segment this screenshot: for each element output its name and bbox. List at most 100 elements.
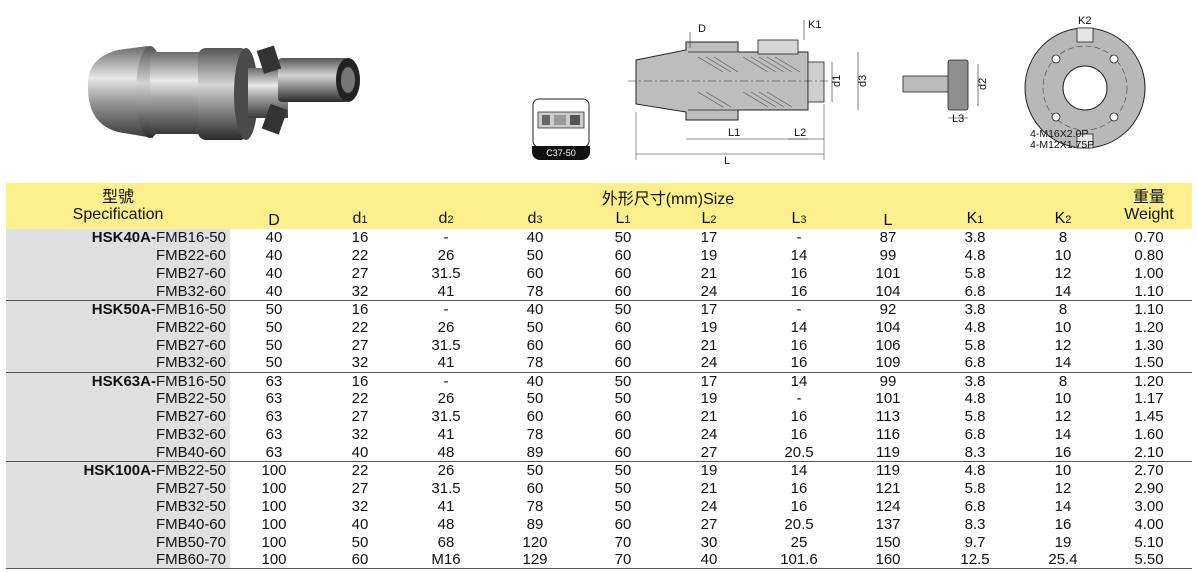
table-cell: 124 [875, 497, 901, 515]
table-cell: 50 [614, 479, 632, 497]
header-specification: 型號 Specification [6, 183, 230, 229]
table-cell: 109 [875, 354, 901, 372]
table-cell: 1.00 [1134, 265, 1164, 283]
model-cell: HSK50A-FMB16-50 [6, 300, 230, 319]
illustration-strip: C37-50 D K1 d1 d3 L1 L2 [0, 0, 1197, 182]
table-cell: 32 [351, 282, 369, 300]
table-cell: 104 [875, 282, 901, 300]
table-cell: 19 [700, 390, 718, 408]
table-cell: 12 [1054, 336, 1072, 354]
dim-label-l1: L1 [728, 127, 740, 139]
table-cell: 100 [261, 479, 287, 497]
model-code: FMB16-50 [155, 301, 226, 319]
table-cell: 31.5 [431, 479, 461, 497]
table-cell: 21 [700, 265, 718, 283]
table-cell: 16 [318, 371, 402, 391]
table-cell: 99 [846, 371, 930, 391]
model-cell: FMB32-60 [6, 354, 230, 373]
table-cell: 8.3 [964, 515, 986, 533]
table-cell: 119 [876, 443, 900, 461]
table-cell: 60 [614, 336, 632, 354]
table-cell: 12 [1054, 479, 1072, 497]
technical-drawing: D K1 d1 d3 L1 L2 L d2 L3 K2 [628, 15, 1146, 167]
table-cell: 60 [526, 336, 544, 354]
table-cell: 41 [437, 497, 455, 515]
table-cell: 40 [265, 229, 283, 247]
table-cell: 16 [790, 479, 808, 497]
table-cell: 16 [790, 497, 808, 515]
model-code: FMB16-50 [155, 372, 226, 390]
table-cell: 6.8 [964, 426, 986, 444]
table-cell: 92 [846, 300, 930, 319]
bolt-note-line-1: 4-M16X2.0P [1030, 128, 1089, 140]
table-cell: M16 [402, 551, 490, 570]
model-cell: FMB27-50 [6, 479, 230, 498]
catalog-code: C37-50 [532, 146, 590, 160]
table-cell: 12 [1054, 265, 1072, 283]
table-cell: 25 [790, 533, 808, 551]
bolt-thread-note: 4-M16X2.0P 4-M12X1.75P [1030, 129, 1094, 151]
table-cell: 20.5 [784, 515, 814, 533]
table-cell: 19 [1054, 533, 1072, 551]
table-cell: 20.5 [784, 443, 814, 461]
table-cell: 40 [490, 371, 580, 391]
table-cell: 22 [318, 461, 402, 480]
table-cell: 2.90 [1134, 479, 1164, 497]
model-code: FMB22-60 [155, 318, 226, 336]
table-cell: 26 [437, 318, 455, 336]
table-cell: 24 [700, 282, 718, 300]
table-cell: 16 [1054, 443, 1072, 461]
table-cell: 41 [437, 282, 455, 300]
table-cell: 27 [351, 408, 369, 426]
header-spec-cn: 型號 [101, 189, 134, 206]
table-cell: 120 [522, 533, 548, 551]
column-header: L3 [752, 210, 846, 229]
table-cell: 40 [351, 515, 369, 533]
table-cell: 2.70 [1106, 461, 1192, 480]
table-cell: 41 [437, 426, 455, 444]
table-cell: 50 [526, 247, 544, 265]
table-cell: 40 [351, 443, 369, 461]
table-cell: 100 [261, 533, 287, 551]
table-cell: 26 [437, 247, 455, 265]
model-cell: FMB27-60 [6, 264, 230, 283]
dim-label-k2: K2 [1078, 15, 1091, 27]
model-cell: FMB22-60 [6, 246, 230, 265]
table-cell: 50 [490, 461, 580, 480]
table-cell: 1.17 [1134, 390, 1164, 408]
series-prefix: HSK63A- [91, 372, 156, 390]
model-code: FMB16-50 [155, 229, 226, 247]
table-cell: 14 [752, 461, 846, 480]
table-cell: 19 [700, 318, 718, 336]
table-cell: 48 [437, 443, 455, 461]
table-cell: 8 [1020, 371, 1106, 391]
table-cell: 16 [790, 354, 808, 372]
dim-label-d2: d2 [977, 78, 989, 90]
table-cell: 63 [265, 443, 283, 461]
table-cell: 5.10 [1134, 533, 1164, 551]
dim-label-d3: d3 [857, 75, 869, 87]
table-cell: - [796, 390, 802, 408]
dim-label-d1: d1 [831, 75, 843, 87]
table-cell: 101 [875, 265, 901, 283]
table-cell: 26 [402, 461, 490, 480]
model-cell: FMB32-50 [6, 497, 230, 516]
table-cell: 25.4 [1020, 551, 1106, 570]
table-cell: 22 [351, 318, 369, 336]
model-code: FMB22-50 [155, 462, 226, 480]
table-cell: 129 [490, 551, 580, 570]
specification-table: 型號 Specification 外形尺寸(mm)Size 重量 Weight … [6, 183, 1192, 570]
table-cell: 60 [614, 408, 632, 426]
table-cell: 4.00 [1134, 515, 1164, 533]
table-cell: 63 [230, 371, 318, 391]
table-cell: 48 [437, 515, 455, 533]
model-code: FMB27-60 [155, 408, 226, 426]
model-cell: FMB22-60 [6, 318, 230, 337]
column-header: D [230, 210, 318, 229]
